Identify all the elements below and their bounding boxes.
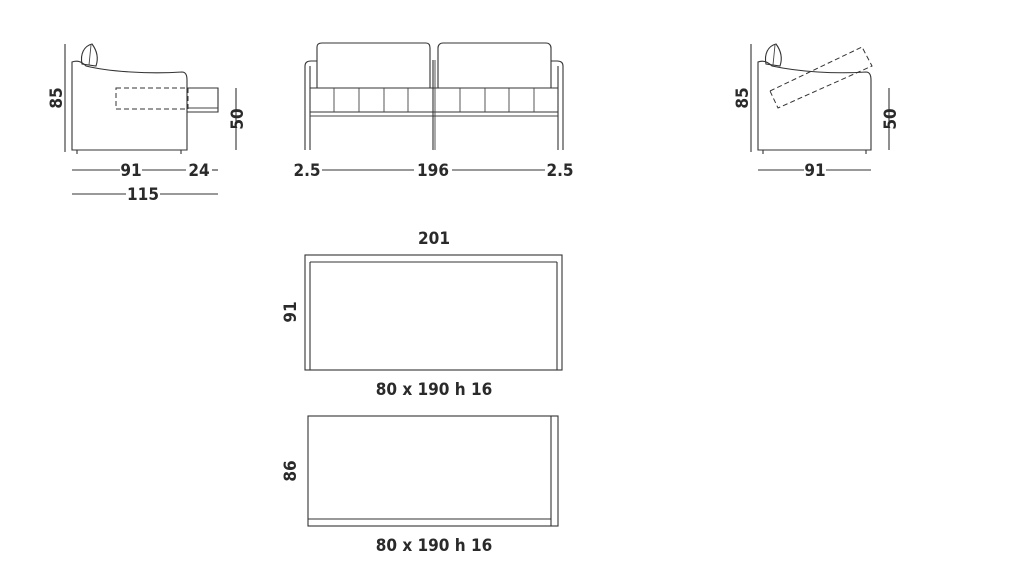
dim-depth-86: 86 bbox=[281, 460, 301, 481]
dim-arm-right-2-5: 2.5 bbox=[546, 161, 573, 181]
side-view-right: 85 50 91 bbox=[733, 43, 901, 181]
plan-view-bottom: 86 80 x 190 h 16 bbox=[281, 415, 559, 556]
bed-plan-outline-top bbox=[304, 254, 563, 371]
dim-width-196: 196 bbox=[417, 161, 449, 181]
sofa-front-elevation bbox=[304, 42, 564, 150]
side-view-left: 85 50 91 24 115 bbox=[47, 43, 248, 205]
dim-seat-50-left: 50 bbox=[228, 108, 248, 129]
sofa-side-profile-left bbox=[71, 43, 219, 154]
dim-depth-91-plan: 91 bbox=[281, 301, 301, 322]
bed-plan-outline-bottom bbox=[307, 415, 559, 527]
mattress-size-top: 80 x 190 h 16 bbox=[376, 380, 493, 400]
dim-arm-left-2-5: 2.5 bbox=[293, 161, 320, 181]
dim-width-201: 201 bbox=[418, 229, 450, 249]
plan-view-top: 201 91 80 x 190 h 16 bbox=[281, 229, 563, 400]
dim-total-115: 115 bbox=[127, 185, 159, 205]
dim-seat-50-right: 50 bbox=[881, 108, 901, 129]
dim-depth-91-right: 91 bbox=[804, 161, 825, 181]
sofa-side-profile-right bbox=[757, 43, 873, 154]
dim-depth-91-left: 91 bbox=[120, 161, 141, 181]
dim-extension-24: 24 bbox=[188, 161, 209, 181]
front-view: 2.5 196 2.5 bbox=[293, 42, 574, 181]
dimension-lines-right bbox=[750, 44, 890, 171]
dim-height-85-left: 85 bbox=[47, 87, 67, 108]
dim-height-85-right: 85 bbox=[733, 87, 753, 108]
mattress-size-bottom: 80 x 190 h 16 bbox=[376, 536, 493, 556]
dimension-lines-left bbox=[64, 44, 237, 195]
